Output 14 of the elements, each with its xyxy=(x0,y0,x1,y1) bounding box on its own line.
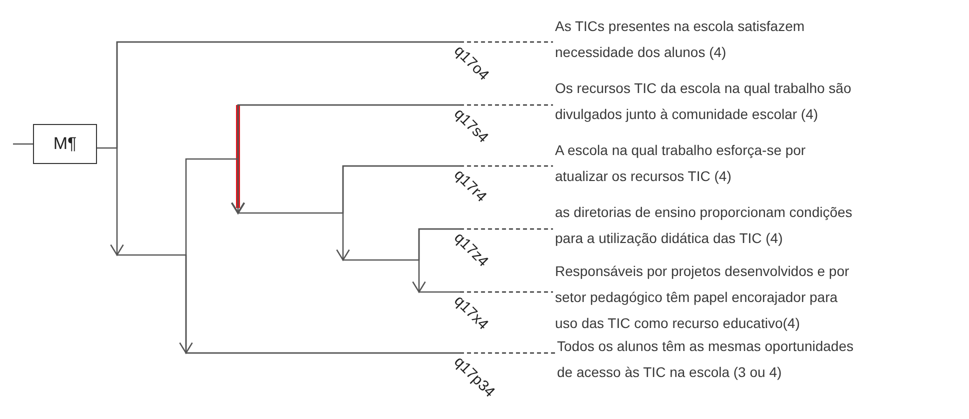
tree-branch-line xyxy=(13,143,33,145)
description-text: A escola na qual trabalho esforça-se por atualizar os recursos TIC (4) xyxy=(555,137,845,189)
dashed-connector xyxy=(460,291,553,293)
root-node-box: M¶ xyxy=(33,124,97,164)
dashed-connector xyxy=(460,352,555,354)
dashed-connector xyxy=(460,228,553,230)
description-text: Todos os alunos têm as mesmas oportunidades de acesso às TIC na escola (3 ou 4) xyxy=(557,333,862,385)
dashed-connector xyxy=(460,165,553,167)
description-text: Responsáveis por projetos desenvolvidos e por setor pedagógico têm papel encorajador para uso das TIC como recurso educativo(4) xyxy=(555,258,851,336)
dashed-connector xyxy=(460,41,553,43)
dashed-connector xyxy=(460,104,553,106)
description-text: as diretorias de ensino proporcionam condições para a utilização didática das TIC (4) xyxy=(555,199,873,251)
description-text: Os recursos TIC da escola na qual trabalho são divulgados junto à comunidade escolar (4) xyxy=(555,75,890,127)
description-text: As TICs presentes na escola satisfazem necessidade dos alunos (4) xyxy=(555,13,840,65)
